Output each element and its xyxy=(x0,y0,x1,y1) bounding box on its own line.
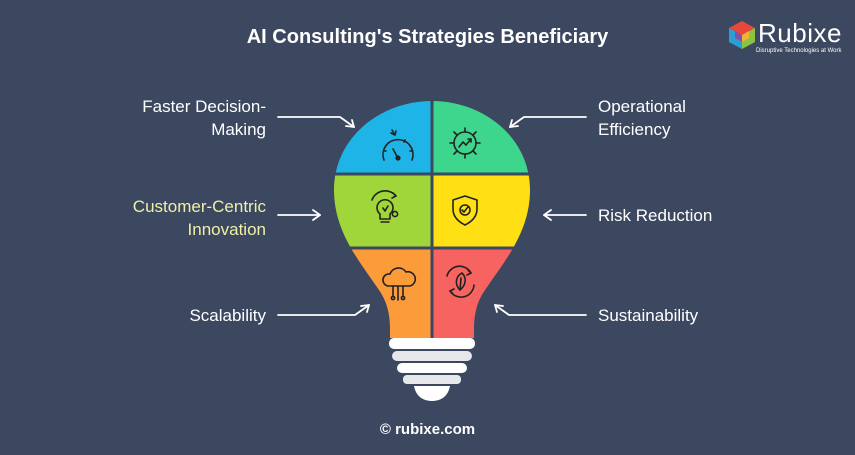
segment-top-right xyxy=(432,101,530,174)
shield-check-icon xyxy=(452,195,478,226)
arrow-operational-efficiency xyxy=(509,116,587,128)
arrow-sustainability xyxy=(494,304,587,316)
logo-tagline: Disruptive Technologies at Work xyxy=(756,48,842,54)
gear-chart-icon xyxy=(449,127,481,159)
label-customer-centric-innovation: Customer-Centric Innovation xyxy=(132,197,266,239)
label-operational-efficiency: Operational Efficiency xyxy=(598,97,686,139)
segment-top-left xyxy=(334,101,432,174)
segment-mid-right xyxy=(432,174,530,248)
segment-bottom-left xyxy=(334,248,432,338)
segment-bottom-right xyxy=(432,248,530,338)
segment-mid-left xyxy=(334,174,432,248)
arrow-faster-decision xyxy=(277,116,355,128)
logo-name: Rubixe xyxy=(758,18,842,48)
rubixe-logo: Rubixe Disruptive Technologies at Work xyxy=(728,18,848,60)
label-scalability: Scalability xyxy=(189,306,266,325)
label-sustainability: Sustainability xyxy=(598,306,699,325)
lightbulb-idea-icon xyxy=(371,190,399,223)
arrows xyxy=(277,116,587,316)
bulb-base xyxy=(389,338,475,401)
cloud-circuit-icon xyxy=(382,267,417,301)
page-title: AI Consulting's Strategies Beneficiary xyxy=(246,26,609,48)
speedometer-icon xyxy=(382,129,414,161)
label-faster-decision-making: Faster Decision-Making xyxy=(142,97,266,139)
footer-copyright: © rubixe.com xyxy=(379,421,476,438)
arrow-scalability xyxy=(277,304,370,316)
label-risk-reduction: Risk Reduction xyxy=(598,206,713,225)
leaf-cycle-icon xyxy=(446,265,475,298)
cube-icon xyxy=(729,21,755,49)
